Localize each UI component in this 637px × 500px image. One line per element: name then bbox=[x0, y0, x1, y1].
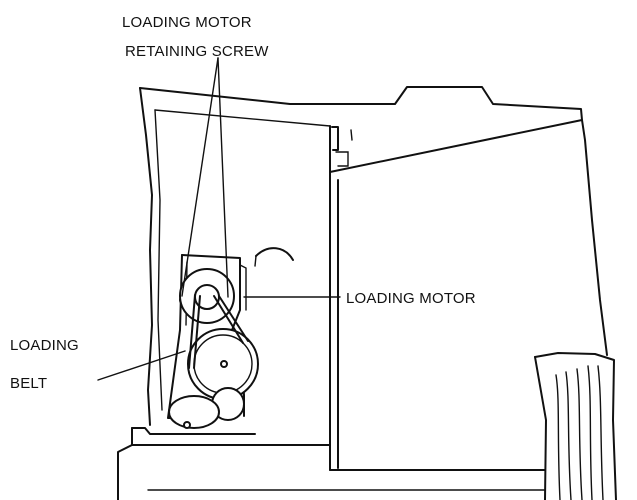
ribbon-cable bbox=[534, 352, 617, 500]
leader-lines bbox=[97, 57, 341, 381]
loading-belt-label-line2: BELT bbox=[10, 375, 47, 392]
loading-motor-label: LOADING MOTOR bbox=[346, 290, 476, 307]
retaining-screw-label-line2: RETAINING SCREW bbox=[125, 43, 269, 60]
chassis-frame bbox=[139, 86, 583, 426]
retaining-screw-label-line1: LOADING MOTOR bbox=[122, 14, 252, 31]
chassis-base bbox=[117, 427, 546, 500]
loading-belt-label-line1: LOADING bbox=[10, 337, 79, 354]
loading-belt bbox=[188, 294, 249, 369]
right-housing-block bbox=[329, 119, 608, 471]
small-gears bbox=[168, 387, 245, 429]
